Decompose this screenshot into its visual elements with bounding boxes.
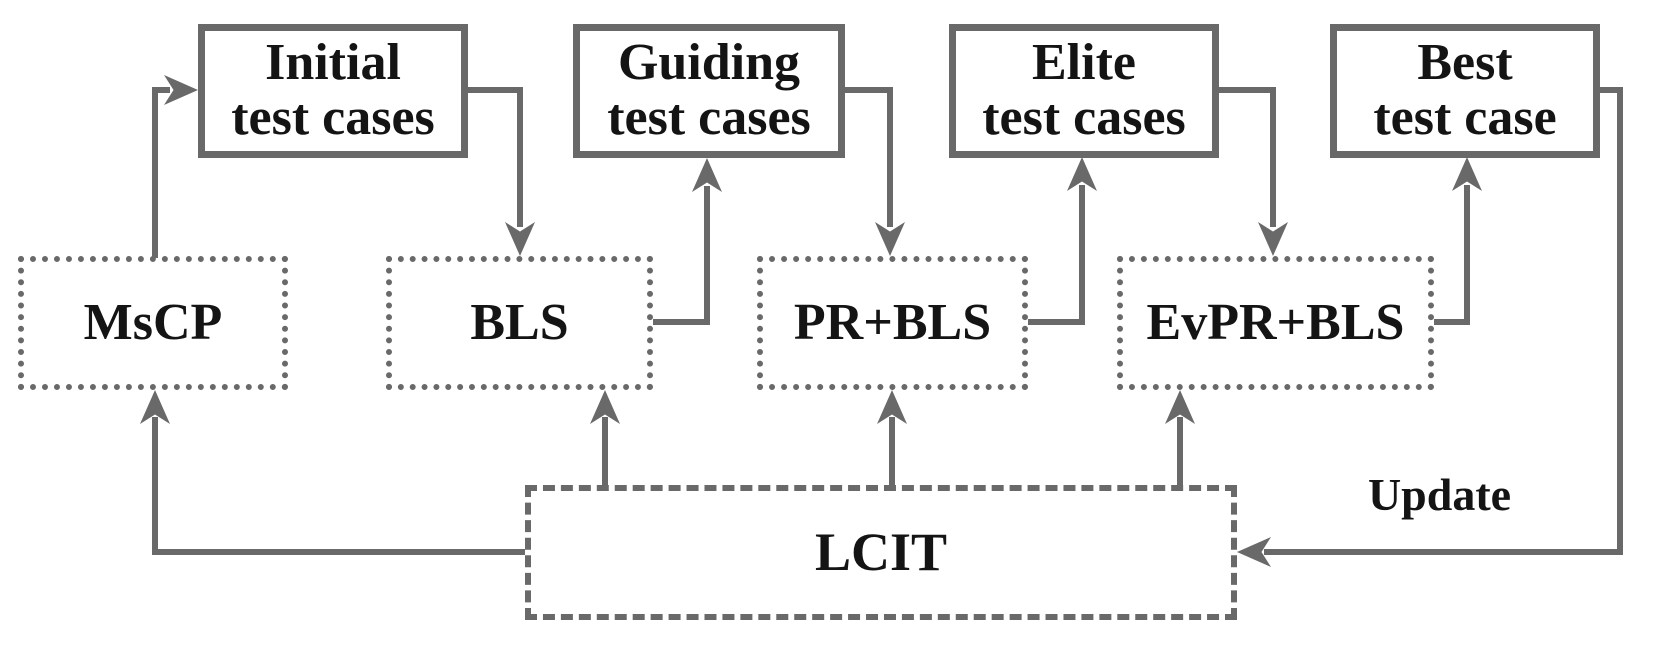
edge-best-to-lcit-horizontal-bottom [1264,549,1623,555]
edge-guiding-to-prbls-arrowhead-icon [875,222,905,256]
edge-initial-to-bls-arrowhead-icon [505,222,535,256]
edge-guiding-to-prbls-vertical [887,87,893,227]
node-best-test-case: Best test case [1330,24,1600,158]
edge-bls-to-guiding-horizontal [653,319,710,325]
edge-evprbls-to-best-vertical [1464,185,1470,325]
edge-bls-to-guiding-vertical [704,186,710,325]
edge-initial-to-bls-horizontal [468,87,523,93]
edge-lcit-to-mscp-vertical [152,417,158,555]
node-pr-bls: PR+BLS [757,256,1028,390]
edge-prbls-to-elite-horizontal [1028,319,1085,325]
edge-lcit-to-prbls-vertical [889,417,895,487]
edge-lcit-to-mscp-horizontal [152,549,525,555]
node-evpr-bls: EvPR+BLS [1117,256,1434,390]
edge-initial-to-bls-vertical [517,87,523,227]
edge-best-to-lcit-vertical [1617,87,1623,555]
edge-elite-to-evprbls-arrowhead-icon [1258,222,1288,256]
node-lcit: LCIT [525,485,1237,620]
edge-guiding-to-prbls-horizontal [845,87,893,93]
node-mscp: MsCP [18,256,288,390]
node-guiding-test-cases: Guiding test cases [573,24,845,158]
edge-lcit-to-evprbls-vertical [1177,417,1183,487]
node-initial-test-cases: Initial test cases [198,24,468,158]
edge-best-to-lcit-horizontal-top [1600,87,1623,93]
edge-elite-to-evprbls-vertical [1270,87,1276,227]
node-elite-test-cases: Elite test cases [949,24,1219,158]
edge-mscp-to-initial-horizontal [152,87,170,93]
node-bls: BLS [386,256,653,390]
edge-prbls-to-elite-vertical [1079,185,1085,325]
edge-evprbls-to-best-horizontal [1434,319,1470,325]
update-label: Update [1367,469,1512,520]
edge-mscp-to-initial-vertical [152,87,158,258]
edge-elite-to-evprbls-horizontal [1219,87,1276,93]
edge-lcit-to-bls-vertical [602,417,608,487]
